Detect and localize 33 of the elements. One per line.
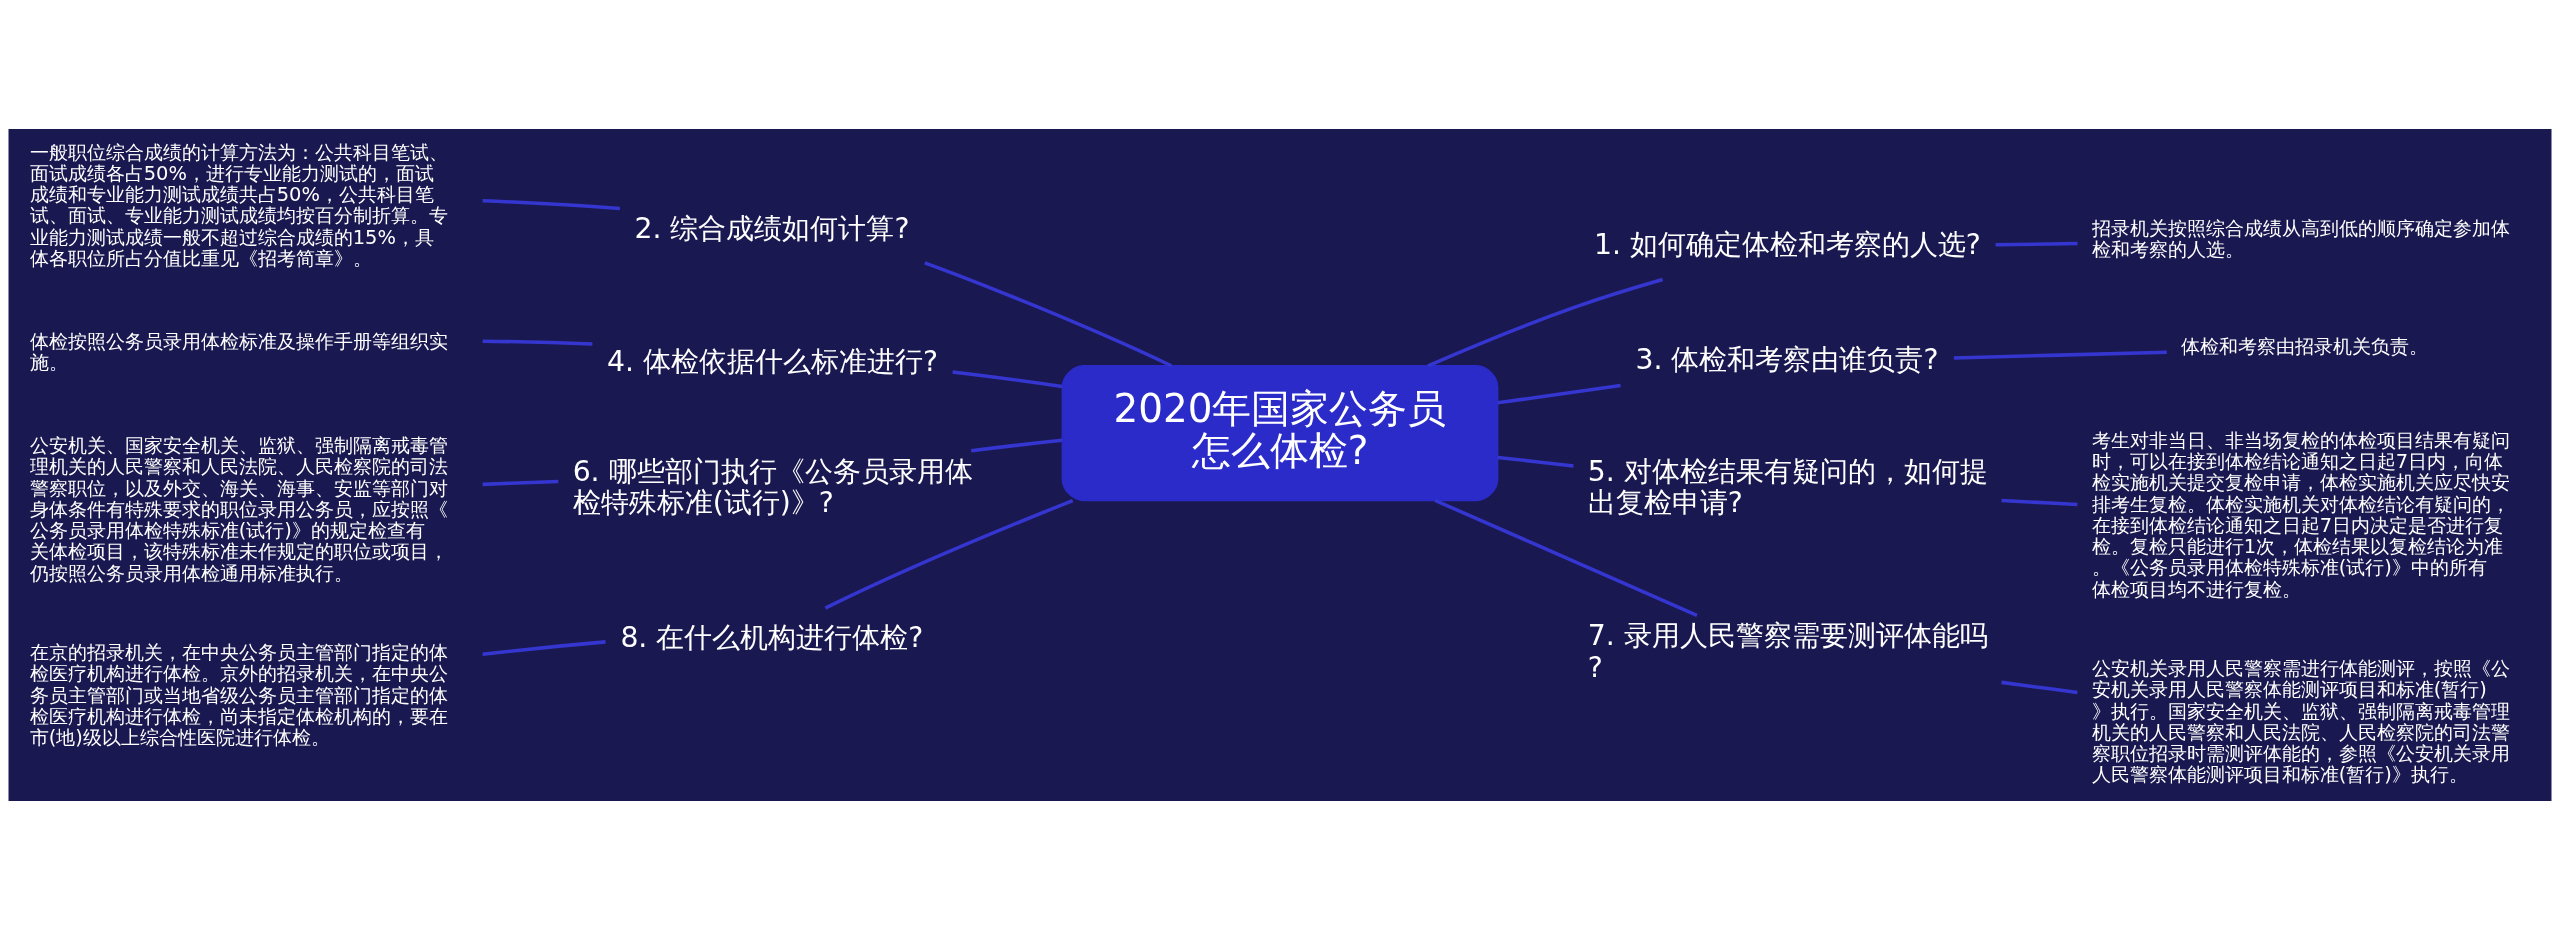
node-text: 公安机关、国家安全机关、监狱、强制隔离戒毒管理机关的人民警察和人民法院、人民检察院的司法警察职位，以及外交、海关、海事、安监等部门对身体条件有特殊要求的职位录用公务员，应按照《公务员录用体检特殊标准(试行)》的规定检查有关体检项目，该特殊标准未作规定的职位或项目，仍按照公务员录用体检通用标准执行。 <box>29 434 448 585</box>
connector <box>482 339 593 346</box>
node-box: 2020年国家公务员怎么体检? <box>1061 365 1499 502</box>
node-text: 在京的招录机关，在中央公务员主管部门指定的体检医疗机构进行体检。京外的招录机关，在中央公务员主管部门或当地省级公务员主管部门指定的体检医疗机构进行体检，尚未指定体检机构的，要在市(地)级以上综合性医院进行体检。 <box>29 641 448 750</box>
node-text: 体检按照公务员录用体检标准及操作手册等组织实施。 <box>29 329 448 375</box>
connector <box>824 498 1074 610</box>
node-text: 2. 综合成绩如何计算? <box>634 212 910 246</box>
node-text: 6. 哪些部门执行《公务员录用体检特殊标准(试行)》? <box>572 454 973 520</box>
connector <box>1497 455 1574 468</box>
connector <box>952 370 1063 389</box>
node-text: 3. 体检和考察由谁负责? <box>1635 343 1939 377</box>
connector <box>1427 277 1664 368</box>
node-text: 4. 体检依据什么标准进行? <box>607 344 939 378</box>
connector <box>1953 350 2167 360</box>
connector <box>1995 241 2078 247</box>
node-text: 1. 如何确定体检和考察的人选? <box>1593 228 1981 262</box>
connector <box>482 198 621 211</box>
node-text: 5. 对体检结果有疑问的，如何提出复检申请? <box>1587 454 1988 520</box>
connector <box>1434 498 1698 617</box>
node-text: 一般职位综合成绩的计算方法为：公共科目笔试、面试成绩各占50%，进行专业能力测试的，面试成绩和专业能力测试成绩共占50%，公共科目笔试、面试、专业能力测试成绩均按百分制折算。专业能力测试成绩一般不超过综合成绩的15%，具体各职位所占分值比重见《招考简章》。 <box>29 140 448 270</box>
node-text: 8. 在什么机构进行体检? <box>620 620 924 654</box>
connector <box>924 261 1173 368</box>
node-text: 7. 录用人民警察需要测评体能吗? <box>1587 619 1988 684</box>
node-text: 体检和考察由招录机关负责。 <box>2181 335 2429 359</box>
connector <box>2001 498 2078 507</box>
connector <box>1497 383 1621 405</box>
connector <box>2001 680 2078 695</box>
node-text: 招录机关按照综合成绩从高到低的顺序确定参加体检和考察的人选。 <box>2091 216 2510 261</box>
node-text: 公安机关录用人民警察需进行体能测评，按照《公安机关录用人民警察体能测评项目和标准(暂行)》执行。国家安全机关、监狱、强制隔离戒毒管理机关的人民警察和人民法院、人民检察院的司法警察职位招录时需测评体能的，参照《公安机关录用人民警察体能测评项目和标准(暂行)》执行。 <box>2091 657 2510 787</box>
node-text: 考生对非当日、非当场复检的体检项目结果有疑问时，可以在接到体检结论通知之日起7日内，向体检实施机关提交复检申请，体检实施机关应尽快安排考生复检。体检实施机关对体检结论有疑问的，在接到体检结论通知之日起7日内决定是否进行复检。复检只能进行1次，体检结果以复检结论为准。《公务员录用体检特殊标准(试行)》中的所有体检项目均不进行复检。 <box>2091 428 2510 601</box>
connector <box>482 640 606 657</box>
connector <box>971 438 1063 453</box>
connector <box>482 479 559 487</box>
